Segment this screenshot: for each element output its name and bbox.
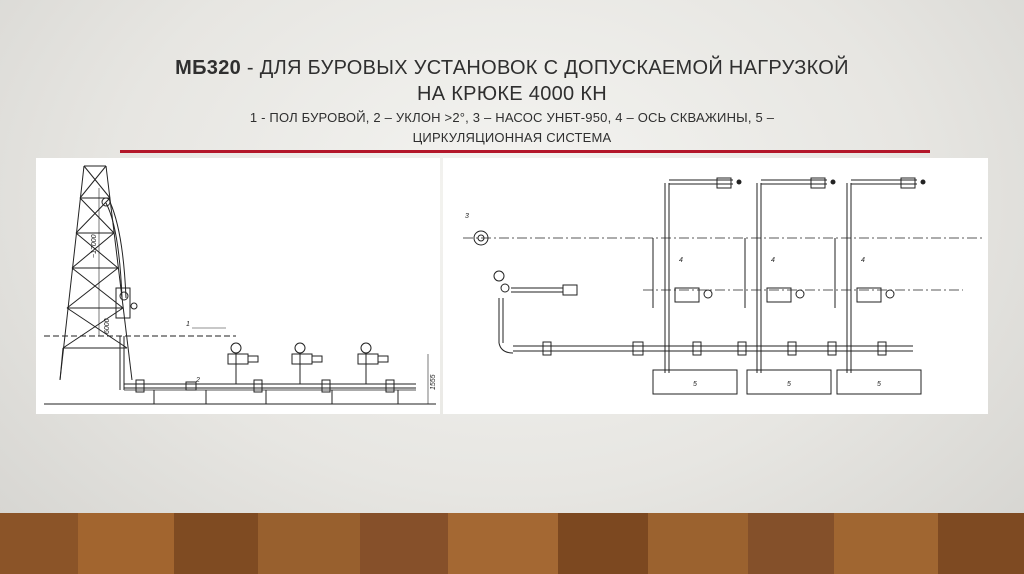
slide-subtitle-line1: 1 - ПОЛ БУРОВОЙ, 2 – УКЛОН >2°, 3 – НАСО… [249,110,775,125]
circulation-tanks [652,369,922,395]
label-floor-number: 1 [186,321,190,328]
slide-title: МБ320 - ДЛЯ БУРОВЫХ УСТАНОВОК С ДОПУСКАЕ… [60,55,964,81]
standpipe [101,197,138,390]
elevation-drawing: ~17000 6000 1555 1 2 [44,165,437,405]
label-slope-number: 2 [195,377,200,384]
plan-drawing: 3 4 4 4 5 5 [463,177,983,395]
dim-small-text: 6000 [104,318,111,334]
label-axis-2: 4 [771,257,775,264]
pump-unit-2 [291,342,323,384]
derrick-tower [59,165,133,381]
wood-floor-background [0,513,1024,574]
pump-inlet [493,270,578,354]
label-pump-number: 3 [465,213,469,220]
slide-title-line2: НА КРЮКЕ 4000 КН [416,83,608,105]
riser-3 [834,177,926,373]
main-manifold [513,341,913,356]
manifold-line [124,379,416,393]
title-underline [120,150,930,153]
riser-1 [652,177,742,373]
riser-2 [744,177,836,373]
title-code: МБ320 [175,57,242,79]
label-system-3: 5 [877,381,881,388]
dim-right-text: 1555 [430,374,437,390]
pump-unit-3 [357,342,389,384]
dim-height-text: ~17000 [91,234,98,258]
drawing-plan-panel: 3 4 4 4 5 5 [443,158,988,414]
pipe-supports [153,390,399,404]
pump-unit-1 [227,342,259,384]
label-axis-1: 4 [679,257,683,264]
pump-symbol [473,230,489,246]
slide-subtitle-line2: ЦИРКУЛЯЦИОННАЯ СИСТЕМА [412,130,612,145]
drawing-elevation-panel: ~17000 6000 1555 1 2 [36,158,440,414]
label-axis-3: 4 [861,257,865,264]
label-system-1: 5 [693,381,697,388]
title-text: - ДЛЯ БУРОВЫХ УСТАНОВОК С ДОПУСКАЕМОЙ НА… [241,57,849,79]
slide-title-block: МБ320 - ДЛЯ БУРОВЫХ УСТАНОВОК С ДОПУСКАЕ… [60,55,964,147]
label-system-2: 5 [787,381,791,388]
